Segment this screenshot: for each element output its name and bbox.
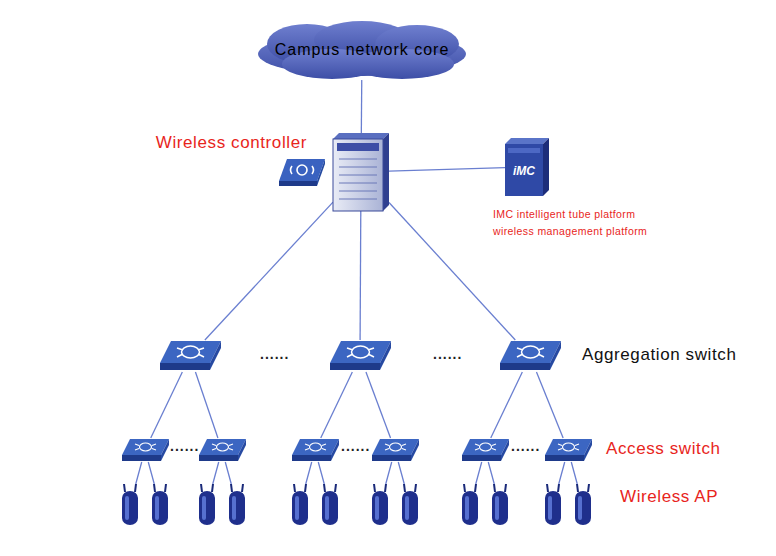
aggregation-switch xyxy=(159,340,221,372)
ellipsis-label: ...... xyxy=(433,346,462,362)
network-link xyxy=(151,372,183,438)
network-link xyxy=(321,372,353,438)
server-caption: IMC intelligent tube platform wireless m… xyxy=(493,206,661,240)
access-point-icon xyxy=(461,484,479,526)
access-switch-icon xyxy=(371,438,419,462)
access-switch xyxy=(461,438,509,462)
tier-label: Access switch xyxy=(606,439,721,459)
access-point-icon xyxy=(291,484,309,526)
network-link xyxy=(225,462,231,484)
access-switch xyxy=(198,438,246,462)
access-point-icon xyxy=(151,484,169,526)
wireless-ap: Wireless AP xyxy=(574,484,592,526)
access-switch xyxy=(291,438,339,462)
network-link xyxy=(136,462,142,484)
network-link xyxy=(306,462,312,484)
network-link xyxy=(491,372,523,438)
network-link xyxy=(389,202,515,340)
network-link xyxy=(148,462,154,484)
access-switch-icon xyxy=(461,438,509,462)
wireless-ap xyxy=(401,484,419,526)
network-link xyxy=(559,462,565,484)
access-switch-icon xyxy=(291,438,339,462)
access-point-icon xyxy=(401,484,419,526)
controller-label: Wireless controller xyxy=(156,133,307,153)
network-link xyxy=(361,80,363,133)
aggregation-switch: Aggregation switch xyxy=(499,340,561,372)
access-switch-icon xyxy=(121,438,169,462)
ellipsis-label: ...... xyxy=(170,438,199,454)
tier-label: Wireless AP xyxy=(620,487,718,507)
access-point-icon xyxy=(574,484,592,526)
wireless-ap xyxy=(321,484,339,526)
wireless-ap xyxy=(544,484,562,526)
network-link xyxy=(389,168,505,171)
wireless-ap xyxy=(491,484,509,526)
wireless-ap xyxy=(121,484,139,526)
access-switch-icon xyxy=(544,438,592,462)
access-switch xyxy=(121,438,169,462)
cloud-label: Campus network core xyxy=(252,20,472,80)
network-link xyxy=(366,372,391,438)
access-switch-icon xyxy=(198,438,246,462)
tier-label: Aggregation switch xyxy=(582,345,736,365)
access-point-icon xyxy=(198,484,216,526)
network-link xyxy=(386,462,392,484)
access-switch: Access switch xyxy=(544,438,592,462)
network-link xyxy=(536,372,563,438)
network-link xyxy=(359,211,361,340)
aggregation-switch-icon xyxy=(159,340,221,372)
access-point-icon xyxy=(371,484,389,526)
ellipsis-label: ...... xyxy=(511,438,540,454)
aggregation-switch-icon xyxy=(329,340,391,372)
network-link xyxy=(195,372,217,438)
wireless-controller: Wireless controller xyxy=(333,133,389,211)
server-badge: iMC xyxy=(505,164,543,178)
wireless-ap xyxy=(461,484,479,526)
network-link xyxy=(571,462,577,484)
imc-server: iMCIMC intelligent tube platform wireles… xyxy=(505,138,549,196)
ellipsis-label: ...... xyxy=(260,346,289,362)
network-link xyxy=(318,462,324,484)
access-point-icon xyxy=(491,484,509,526)
network-link xyxy=(213,462,219,484)
controller-icon xyxy=(279,155,325,189)
aggregation-switch xyxy=(329,340,391,372)
wireless-ap xyxy=(151,484,169,526)
cloud-node: Campus network core xyxy=(252,20,472,80)
network-link xyxy=(398,462,404,484)
access-point-icon xyxy=(321,484,339,526)
aggregation-switch-icon xyxy=(499,340,561,372)
network-link xyxy=(476,462,482,484)
controller-chassis xyxy=(333,133,389,211)
access-switch xyxy=(371,438,419,462)
network-link xyxy=(205,202,333,340)
wireless-ap xyxy=(291,484,309,526)
ellipsis-label: ...... xyxy=(341,438,370,454)
access-point-icon xyxy=(228,484,246,526)
wireless-ap xyxy=(198,484,216,526)
access-point-icon xyxy=(121,484,139,526)
access-point-icon xyxy=(544,484,562,526)
wireless-ap xyxy=(371,484,389,526)
network-link xyxy=(488,462,494,484)
wireless-ap xyxy=(228,484,246,526)
